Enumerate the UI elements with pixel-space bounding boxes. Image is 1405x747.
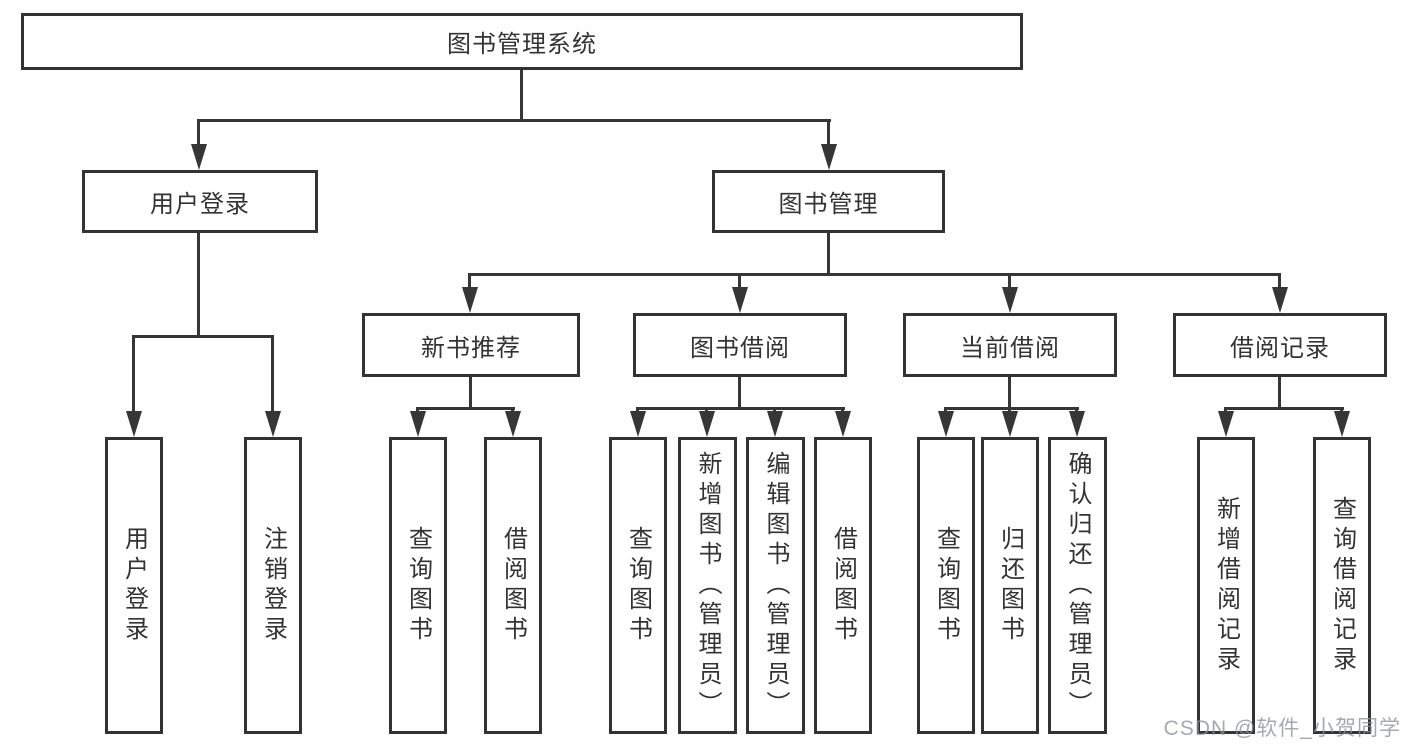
leaf-logout: 注销登录	[244, 437, 302, 734]
connector-vline	[738, 377, 741, 410]
arrowhead-icon	[1334, 411, 1350, 437]
arrowhead-icon	[126, 411, 142, 437]
arrowhead-icon	[505, 411, 521, 437]
leaf-borrow-books-label: 借阅图书	[829, 525, 857, 646]
leaf-query-books-borrowing: 查询图书	[609, 437, 667, 734]
connector-vline	[1278, 377, 1281, 410]
leaf-query-books-recommend-label: 查询图书	[404, 525, 432, 646]
arrowhead-icon	[1069, 411, 1085, 437]
leaf-query-books-current: 查询图书	[917, 437, 975, 734]
leaf-return-books: 归还图书	[981, 437, 1039, 734]
connector-vline	[132, 335, 135, 414]
connector-vline	[1278, 273, 1281, 289]
connector-vline	[1008, 377, 1011, 410]
leaf-confirm-return-admin-label: 确认归还（管理员）	[1064, 450, 1091, 721]
arrowhead-icon	[938, 411, 954, 437]
arrowhead-icon	[1002, 287, 1018, 313]
leaf-query-borrow-record-label: 查询借阅记录	[1328, 495, 1356, 676]
leaf-query-borrow-record: 查询借阅记录	[1313, 437, 1371, 734]
arrowhead-icon	[835, 411, 851, 437]
node-user-login: 用户登录	[82, 170, 318, 233]
node-borrow-records: 借阅记录	[1173, 313, 1387, 377]
leaf-borrow-books-recommend-label: 借阅图书	[499, 525, 527, 646]
arrowhead-icon	[1272, 287, 1288, 313]
leaf-edit-books-admin-label: 编辑图书（管理员）	[762, 450, 789, 721]
node-book-management: 图书管理	[712, 170, 945, 233]
leaf-query-books-borrowing-label: 查询图书	[624, 525, 652, 646]
connector-vline	[827, 119, 830, 147]
node-root: 图书管理系统	[21, 13, 1023, 70]
leaf-user-login: 用户登录	[105, 437, 163, 734]
arrowhead-icon	[732, 287, 748, 313]
arrowhead-icon	[462, 287, 478, 313]
leaf-query-books-recommend: 查询图书	[389, 437, 447, 734]
connector-hline	[1224, 407, 1344, 410]
arrowhead-icon	[630, 411, 646, 437]
connector-vline	[520, 69, 523, 122]
leaf-logout-label: 注销登录	[259, 525, 287, 646]
node-current-borrowing: 当前借阅	[903, 313, 1117, 377]
leaf-add-borrow-record: 新增借阅记录	[1197, 437, 1255, 734]
leaf-add-borrow-record-label: 新增借阅记录	[1212, 495, 1240, 676]
arrowhead-icon	[265, 411, 281, 437]
connector-hline	[636, 407, 845, 410]
node-book-borrowing-label: 图书借阅	[690, 334, 790, 362]
connector-vline	[468, 273, 471, 289]
arrowhead-icon	[699, 411, 715, 437]
connector-hline	[132, 335, 274, 338]
connector-vline	[271, 335, 274, 414]
connector-vline	[1008, 273, 1011, 289]
connector-hline	[198, 119, 831, 122]
leaf-confirm-return-admin: 确认归还（管理员）	[1048, 437, 1107, 734]
leaf-edit-books-admin: 编辑图书（管理员）	[746, 437, 805, 734]
node-borrow-records-label: 借阅记录	[1230, 334, 1330, 362]
node-book-borrowing: 图书借阅	[633, 313, 847, 377]
leaf-add-books-admin: 新增图书（管理员）	[678, 437, 737, 734]
arrowhead-icon	[821, 144, 837, 170]
arrowhead-icon	[1002, 411, 1018, 437]
node-root-label: 图书管理系统	[447, 31, 597, 58]
arrowhead-icon	[191, 144, 207, 170]
arrowhead-icon	[767, 411, 783, 437]
connector-hline	[416, 407, 515, 410]
node-new-book-recommend: 新书推荐	[362, 313, 580, 377]
csdn-watermark: CSDN @软件_小贺同学	[1163, 717, 1401, 740]
arrowhead-icon	[1218, 411, 1234, 437]
leaf-borrow-books: 借阅图书	[814, 437, 872, 734]
connector-vline	[197, 119, 200, 147]
leaf-user-login-label: 用户登录	[120, 525, 148, 646]
connector-hline	[468, 273, 1281, 276]
connector-vline	[197, 233, 200, 338]
connector-hline	[944, 407, 1079, 410]
node-current-borrowing-label: 当前借阅	[960, 334, 1060, 362]
arrowhead-icon	[410, 411, 426, 437]
node-new-book-recommend-label: 新书推荐	[421, 334, 521, 362]
connector-vline	[469, 377, 472, 410]
leaf-query-books-current-label: 查询图书	[932, 525, 960, 646]
leaf-return-books-label: 归还图书	[996, 525, 1024, 646]
node-book-management-label: 图书管理	[778, 191, 879, 218]
node-user-login-label: 用户登录	[150, 191, 250, 218]
connector-vline	[738, 273, 741, 289]
leaf-borrow-books-recommend: 借阅图书	[484, 437, 542, 734]
leaf-add-books-admin-label: 新增图书（管理员）	[694, 450, 721, 721]
connector-vline	[827, 233, 830, 276]
